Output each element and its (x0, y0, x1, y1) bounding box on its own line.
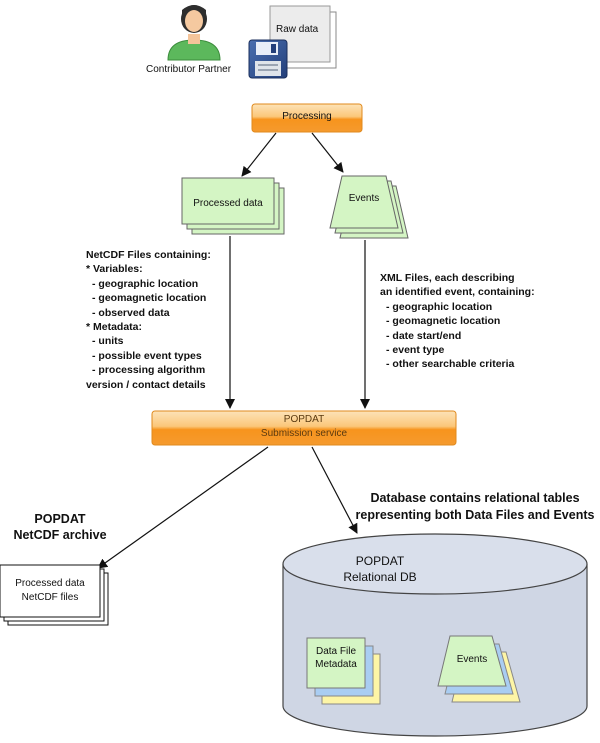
netcdf-note-line: NetCDF Files containing: (86, 249, 211, 261)
submission-title: POPDAT (283, 414, 325, 425)
person-icon (167, 5, 221, 61)
submission-service-box (151, 410, 457, 446)
raw-data-sheets (269, 5, 337, 69)
xml-note-line: - event type (386, 344, 445, 357)
events-sheets (329, 175, 409, 239)
db-datafile-line2: Metadata (315, 659, 357, 670)
netcdf-notes: NetCDF Files containing: * Variables: - … (86, 248, 211, 392)
arrow-processing-to-processed (241, 132, 277, 177)
xml-note-line: - geographic location (386, 300, 493, 313)
db-events-label: Events (456, 654, 488, 665)
db-datafile-sheets (306, 637, 381, 705)
xml-note-line: XML Files, each describing (380, 272, 515, 284)
netcdf-note-line: - observed data (92, 306, 170, 319)
netcdf-note-line: - geomagnetic location (92, 292, 207, 305)
archive-files-line1: Processed data (15, 578, 85, 589)
netcdf-note-line: version / contact details (86, 378, 206, 391)
floppy-disk-icon (248, 39, 288, 79)
database-title: POPDAT (355, 554, 405, 568)
netcdf-note-line: - geographic location (92, 277, 199, 290)
processed-data-label: Processed data (193, 198, 263, 209)
netcdf-note-line: - possible event types (92, 349, 202, 362)
netcdf-note-line: * Metadata: (86, 321, 143, 334)
contributor-label: Contributor Partner (146, 64, 232, 75)
raw-data-label: Raw data (276, 24, 319, 35)
processing-label: Processing (282, 111, 332, 122)
xml-note-line: - geomagnetic location (386, 315, 501, 328)
archive-files-sheets (0, 564, 109, 626)
arrow-submission-to-archive (97, 446, 269, 569)
netcdf-note-line: - units (92, 335, 124, 348)
xml-note-line: an identified event, containing: (380, 286, 535, 299)
arrow-processing-to-events (311, 132, 344, 173)
archive-subtitle: NetCDF archive (13, 528, 107, 542)
xml-notes: XML Files, each describing an identified… (380, 271, 535, 372)
xml-note-line: - other searchable criteria (386, 358, 515, 371)
processed-data-sheets (181, 177, 285, 235)
database-subtitle: Relational DB (343, 570, 417, 584)
db-note-line2: representing both Data Files and Events (355, 508, 595, 522)
db-datafile-line1: Data File (315, 646, 356, 657)
db-note-line1: Database contains relational tables (370, 491, 580, 505)
events-label: Events (348, 193, 380, 204)
archive-files-line2: NetCDF files (21, 592, 79, 603)
submission-subtitle: Submission service (260, 428, 348, 439)
archive-title: POPDAT (34, 512, 86, 526)
db-events-sheets (437, 635, 521, 703)
netcdf-note-line: - processing algorithm (92, 364, 206, 377)
arrow-submission-to-database (311, 446, 358, 534)
netcdf-note-line: * Variables: (86, 263, 143, 276)
xml-note-line: - date start/end (386, 329, 462, 342)
processing-box (251, 103, 363, 133)
